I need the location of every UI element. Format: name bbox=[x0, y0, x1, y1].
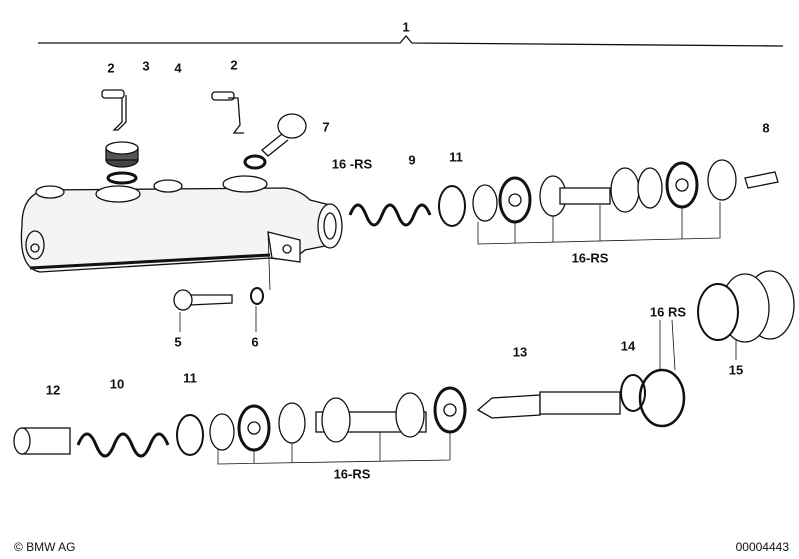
diagram-number: 00004443 bbox=[735, 540, 789, 554]
circlip-large bbox=[638, 368, 686, 428]
callout-7: 7 bbox=[322, 119, 330, 135]
callout-10: 10 bbox=[109, 376, 125, 392]
assembly-bracket-line bbox=[38, 35, 784, 47]
upper-piston-kit bbox=[472, 159, 779, 224]
lock-washer bbox=[250, 287, 264, 305]
end-plug bbox=[13, 427, 71, 455]
push-rod bbox=[476, 391, 621, 419]
lower-piston-kit bbox=[209, 386, 467, 452]
kit-bracket-lower bbox=[217, 432, 451, 465]
callout-16-rs-lower-kit: 16-RS bbox=[333, 466, 371, 482]
callout-6: 6 bbox=[251, 334, 259, 350]
callout-15: 15 bbox=[728, 362, 744, 378]
ring-upper bbox=[438, 185, 466, 227]
dust-boot bbox=[697, 270, 795, 343]
spring-lower bbox=[76, 432, 170, 458]
banjo-bolt bbox=[261, 113, 307, 157]
washer bbox=[106, 171, 138, 185]
seal-ring bbox=[243, 154, 267, 170]
callout-12: 12 bbox=[45, 382, 61, 398]
callout-3: 3 bbox=[142, 58, 150, 74]
hose-nipple-left bbox=[101, 89, 127, 131]
callout-16-rs-top: 16 -RS bbox=[331, 156, 373, 172]
bolt bbox=[173, 289, 233, 311]
circlip-small bbox=[620, 374, 646, 412]
kit-bracket-upper bbox=[477, 202, 721, 245]
callout-9: 9 bbox=[408, 152, 416, 168]
callout-2-left: 2 bbox=[107, 60, 115, 76]
spring-upper bbox=[348, 203, 432, 227]
copyright-text: © BMW AG bbox=[14, 540, 76, 554]
callout-14: 14 bbox=[620, 338, 636, 354]
callout-4: 4 bbox=[174, 60, 182, 76]
callout-16-rs-upper-kit: 16-RS bbox=[571, 250, 609, 266]
seal-cap bbox=[105, 141, 139, 168]
callout-11-lower: 11 bbox=[183, 370, 197, 386]
callout-8: 8 bbox=[762, 120, 770, 136]
callout-11-upper: 11 bbox=[449, 149, 463, 165]
callout-16-rs-clips: 16 RS bbox=[649, 304, 687, 320]
master-cylinder-housing bbox=[20, 175, 343, 273]
callout-5: 5 bbox=[174, 334, 182, 350]
ring-lower bbox=[176, 414, 204, 456]
callout-2-right: 2 bbox=[230, 57, 238, 73]
callout-1: 1 bbox=[402, 19, 410, 35]
callout-13: 13 bbox=[512, 344, 528, 360]
hose-nipple-right bbox=[211, 91, 244, 134]
